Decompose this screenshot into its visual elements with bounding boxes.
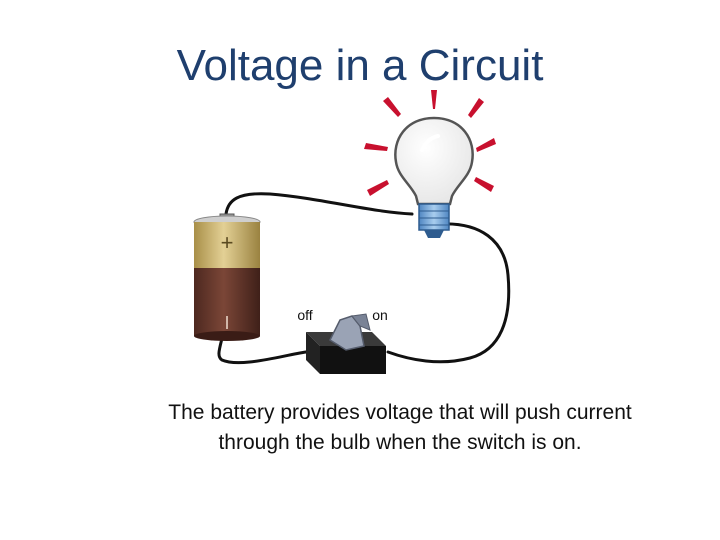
- battery-positive-symbol: +: [221, 230, 234, 255]
- bulb-base: [418, 203, 450, 231]
- battery-negative-symbol: I: [224, 313, 229, 333]
- light-ray: [367, 180, 389, 196]
- light-ray: [431, 90, 437, 109]
- circuit-wires: [217, 192, 511, 365]
- caption-line: The battery provides voltage that will p…: [168, 401, 632, 424]
- wire-battery-to-bulb: [224, 192, 414, 216]
- caption: The battery provides voltage that will p…: [110, 398, 690, 458]
- slide-title: Voltage in a Circuit: [176, 41, 544, 90]
- switch-on-label: on: [372, 307, 388, 323]
- light-ray: [476, 138, 496, 152]
- light-ray: [474, 177, 494, 192]
- light-ray: [468, 98, 484, 118]
- battery-positive-half: [194, 222, 260, 268]
- wire-bulb-to-switch: [386, 222, 511, 364]
- bulb-glass: [394, 116, 474, 206]
- wire-battery-to-switch: [217, 328, 308, 365]
- battery-icon: + I: [193, 213, 261, 341]
- caption-line: through the bulb when the switch is on.: [218, 431, 582, 454]
- light-ray-icon: [364, 90, 496, 196]
- light-ray: [364, 143, 388, 151]
- toggle-switch-icon: off on: [297, 307, 388, 374]
- battery-negative-half: [194, 268, 260, 336]
- switch-off-label: off: [297, 307, 312, 323]
- bulb-icon: [394, 116, 474, 238]
- light-ray: [383, 97, 401, 117]
